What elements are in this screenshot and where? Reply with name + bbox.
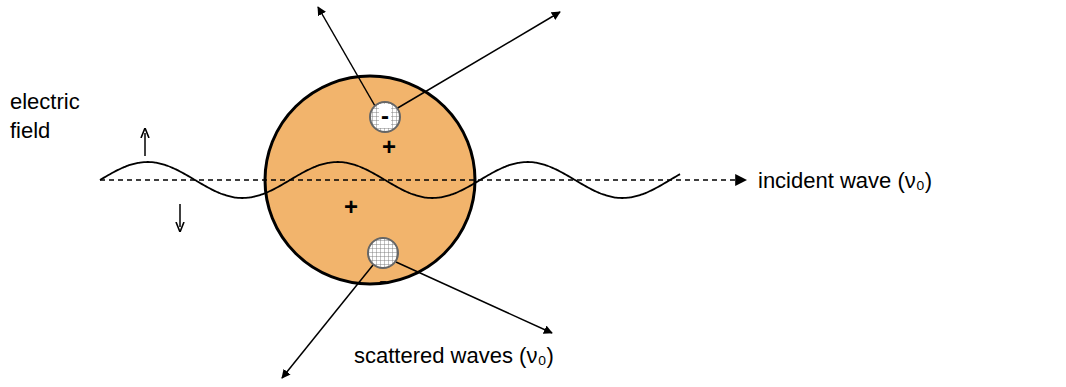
charge-sign: -	[377, 269, 389, 293]
wave-label: scattered waves (ν₀)	[354, 342, 554, 371]
field-arrow-up	[144, 133, 146, 156]
scattered-arrow	[318, 7, 375, 106]
field-arrow-down	[179, 204, 181, 227]
field-label: electric field	[10, 88, 105, 145]
scattered-arrow	[396, 12, 560, 109]
electron	[370, 102, 400, 132]
scattered-arrow	[396, 262, 552, 333]
electron	[368, 238, 398, 268]
wave-label: incident wave (ν₀)	[758, 167, 932, 196]
charge-sign: +	[342, 195, 360, 219]
sine-wave	[100, 162, 680, 198]
charge-sign: -	[379, 104, 391, 128]
charge-sign: +	[380, 135, 398, 159]
